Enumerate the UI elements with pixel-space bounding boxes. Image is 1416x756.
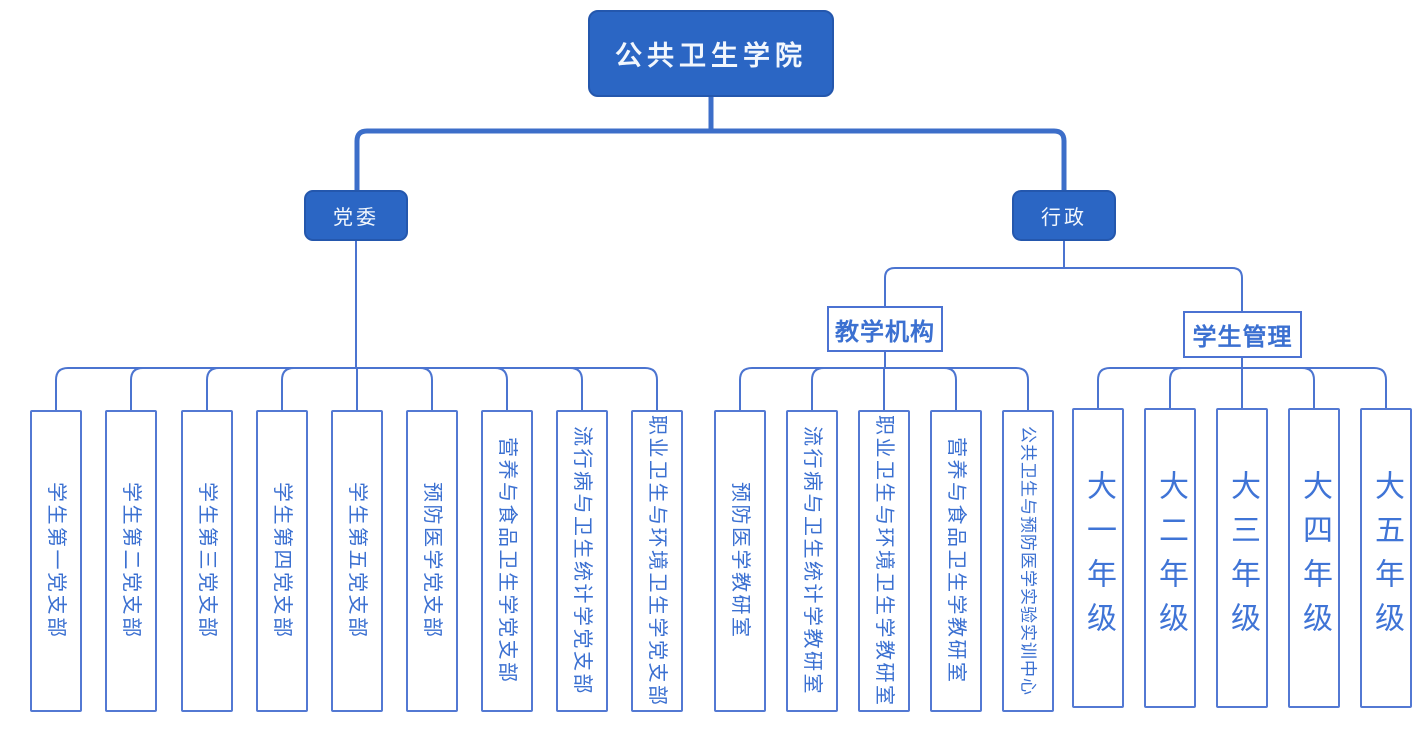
node-teaching-office-2[interactable]: 流行病与卫生统计学教研室 <box>786 410 838 712</box>
node-party-committee[interactable]: 党委 <box>304 190 408 241</box>
leaf-label: 公共卫生与预防医学实验实训中心 <box>1018 426 1038 696</box>
leaf-label: 大五年级 <box>1370 470 1403 646</box>
node-party-branch-8[interactable]: 流行病与卫生统计学党支部 <box>556 410 608 712</box>
leaf-label: 大二年级 <box>1154 470 1187 646</box>
leaf-label: 营养与食品卫生学党支部 <box>496 437 518 685</box>
node-teaching-group[interactable]: 教学机构 <box>827 306 943 352</box>
node-party-branch-1[interactable]: 学生第一党支部 <box>30 410 82 712</box>
node-party-branch-2[interactable]: 学生第二党支部 <box>105 410 157 712</box>
leaf-label: 学生第二党支部 <box>120 482 142 640</box>
node-administration[interactable]: 行政 <box>1012 190 1116 241</box>
leaf-label: 营养与食品卫生学教研室 <box>945 437 967 685</box>
leaf-label: 大四年级 <box>1298 470 1331 646</box>
node-root[interactable]: 公共卫生学院 <box>588 10 834 97</box>
node-party-branch-6[interactable]: 预防医学党支部 <box>406 410 458 712</box>
edge-thin-group <box>55 241 1387 411</box>
leaf-label: 大一年级 <box>1082 470 1115 646</box>
leaf-label: 学生第四党支部 <box>271 482 293 640</box>
node-teaching-office-5[interactable]: 公共卫生与预防医学实验实训中心 <box>1002 410 1054 712</box>
node-grade-5[interactable]: 大五年级 <box>1360 408 1412 708</box>
node-party-branch-4[interactable]: 学生第四党支部 <box>256 410 308 712</box>
leaf-label: 预防医学党支部 <box>421 482 443 640</box>
leaf-label: 流行病与卫生统计学党支部 <box>571 426 593 696</box>
leaf-label: 学生第一党支部 <box>45 482 67 640</box>
node-teaching-office-3[interactable]: 职业卫生与环境卫生学教研室 <box>858 410 910 712</box>
node-party-branch-5[interactable]: 学生第五党支部 <box>331 410 383 712</box>
node-grade-2[interactable]: 大二年级 <box>1144 408 1196 708</box>
leaf-label: 职业卫生与环境卫生学党支部 <box>646 414 668 708</box>
node-party-branch-7[interactable]: 营养与食品卫生学党支部 <box>481 410 533 712</box>
node-party-branch-9[interactable]: 职业卫生与环境卫生学党支部 <box>631 410 683 712</box>
edge-root-branches <box>354 97 1067 190</box>
leaf-label: 职业卫生与环境卫生学教研室 <box>873 414 895 708</box>
node-party-branch-3[interactable]: 学生第三党支部 <box>181 410 233 712</box>
leaf-label: 学生第三党支部 <box>196 482 218 640</box>
node-grade-3[interactable]: 大三年级 <box>1216 408 1268 708</box>
leaf-label: 大三年级 <box>1226 470 1259 646</box>
leaf-label: 预防医学教研室 <box>729 482 751 640</box>
leaf-label: 学生第五党支部 <box>346 482 368 640</box>
leaf-label: 流行病与卫生统计学教研室 <box>801 426 823 696</box>
node-teaching-office-4[interactable]: 营养与食品卫生学教研室 <box>930 410 982 712</box>
node-student-management-group[interactable]: 学生管理 <box>1183 311 1302 358</box>
node-grade-4[interactable]: 大四年级 <box>1288 408 1340 708</box>
node-grade-1[interactable]: 大一年级 <box>1072 408 1124 708</box>
node-teaching-office-1[interactable]: 预防医学教研室 <box>714 410 766 712</box>
